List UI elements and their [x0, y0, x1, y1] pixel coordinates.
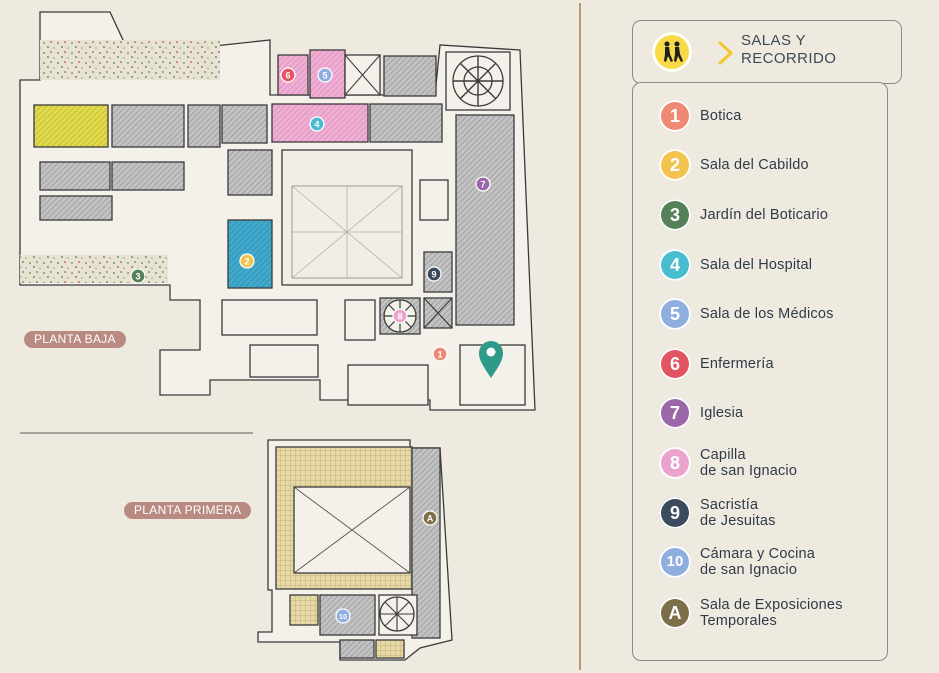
map-marker-label: 6 — [285, 71, 290, 81]
map-marker-2[interactable]: 2 — [239, 253, 255, 269]
legend-title-line1: SALAS Y — [741, 32, 807, 49]
map-marker-label: 2 — [244, 257, 249, 267]
legend-title-line2: RECORRIDO — [741, 50, 837, 67]
map-marker-label: 3 — [135, 272, 140, 282]
legend-item-10[interactable]: 10 Cámara y Cocina de san Ignacio — [659, 546, 879, 580]
map-marker-label: 5 — [322, 71, 327, 81]
legend-sublabel: de Jesuitas — [700, 513, 776, 529]
map-marker-label: 1 — [437, 350, 442, 360]
legend-label: Sala de los Médicos — [700, 306, 834, 322]
map-marker-3[interactable]: 3 — [130, 268, 146, 284]
legend-number-A: A — [659, 597, 691, 629]
floor-label-first: PLANTA PRIMERA — [124, 502, 252, 519]
floor-plan-map: 6 5 4 7 2 3 9 8 1 A 10 — [19, 11, 536, 661]
legend-number-4: 4 — [659, 249, 691, 281]
legend-item-1[interactable]: 1 Botica — [659, 100, 879, 134]
legend-label: Sacristía — [700, 497, 759, 513]
map-marker-label: 9 — [431, 270, 436, 280]
legend-label: Enfermería — [700, 356, 774, 372]
legend-number-7: 7 — [659, 397, 691, 429]
legend-item-5[interactable]: 5 Sala de los Médicos — [659, 298, 879, 332]
legend-item-2[interactable]: 2 Sala del Cabildo — [659, 149, 879, 183]
legend-label: Sala de Exposiciones — [700, 597, 843, 613]
map-marker-10[interactable]: 10 — [335, 608, 351, 624]
location-pin-icon — [479, 341, 503, 378]
map-marker-label: 7 — [480, 180, 485, 190]
legend-label: Cámara y Cocina — [700, 546, 816, 562]
map-marker-A[interactable]: A — [422, 510, 438, 526]
legend-label: Capilla — [700, 447, 746, 463]
chevron-right-icon — [717, 40, 734, 66]
legend-number-6: 6 — [659, 348, 691, 380]
map-marker-6[interactable]: 6 — [280, 67, 296, 83]
map-marker-4[interactable]: 4 — [309, 116, 325, 132]
legend-item-9[interactable]: 9 Sacristía de Jesuitas — [659, 497, 879, 531]
map-marker-label: 4 — [314, 120, 319, 130]
map-marker-label: 8 — [397, 312, 402, 322]
legend-label: Sala del Cabildo — [700, 157, 809, 173]
legend-item-3[interactable]: 3 Jardín del Boticario — [659, 199, 879, 233]
legend-panel: 1 Botica 2 Sala del Cabildo 3 Jardín del… — [632, 82, 888, 661]
legend-label: Sala del Hospital — [700, 257, 813, 273]
legend-item-8[interactable]: 8 Capilla de san Ignacio — [659, 447, 879, 481]
legend-number-9: 9 — [659, 497, 691, 529]
legend-item-6[interactable]: 6 Enfermería — [659, 348, 879, 382]
legend-label: Iglesia — [700, 405, 744, 421]
legend-item-4[interactable]: 4 Sala del Hospital — [659, 249, 879, 283]
map-marker-1[interactable]: 1 — [432, 346, 448, 362]
legend-header: SALAS Y RECORRIDO — [632, 20, 902, 84]
panel-divider — [579, 3, 581, 670]
legend-item-7[interactable]: 7 Iglesia — [659, 397, 879, 431]
pedestrians-icon — [652, 32, 692, 72]
legend-number-10: 10 — [659, 546, 691, 578]
map-marker-label: A — [427, 514, 434, 524]
floor-label-ground: PLANTA BAJA — [24, 331, 126, 348]
legend-number-5: 5 — [659, 298, 691, 330]
legend-number-3: 3 — [659, 199, 691, 231]
legend-sublabel: de san Ignacio — [700, 463, 798, 479]
map-marker-7[interactable]: 7 — [475, 176, 491, 192]
legend-label: Botica — [700, 108, 742, 124]
legend-sublabel: Temporales — [700, 613, 777, 629]
legend-label: Jardín del Boticario — [700, 207, 829, 223]
map-marker-5[interactable]: 5 — [317, 67, 333, 83]
legend-number-1: 1 — [659, 100, 691, 132]
map-marker-label: 10 — [339, 612, 347, 621]
legend-item-A[interactable]: A Sala de Exposiciones Temporales — [659, 597, 879, 631]
legend-number-2: 2 — [659, 149, 691, 181]
legend-number-8: 8 — [659, 447, 691, 479]
legend-sublabel: de san Ignacio — [700, 562, 798, 578]
map-marker-8[interactable]: 8 — [392, 308, 408, 324]
map-marker-9[interactable]: 9 — [426, 266, 442, 282]
